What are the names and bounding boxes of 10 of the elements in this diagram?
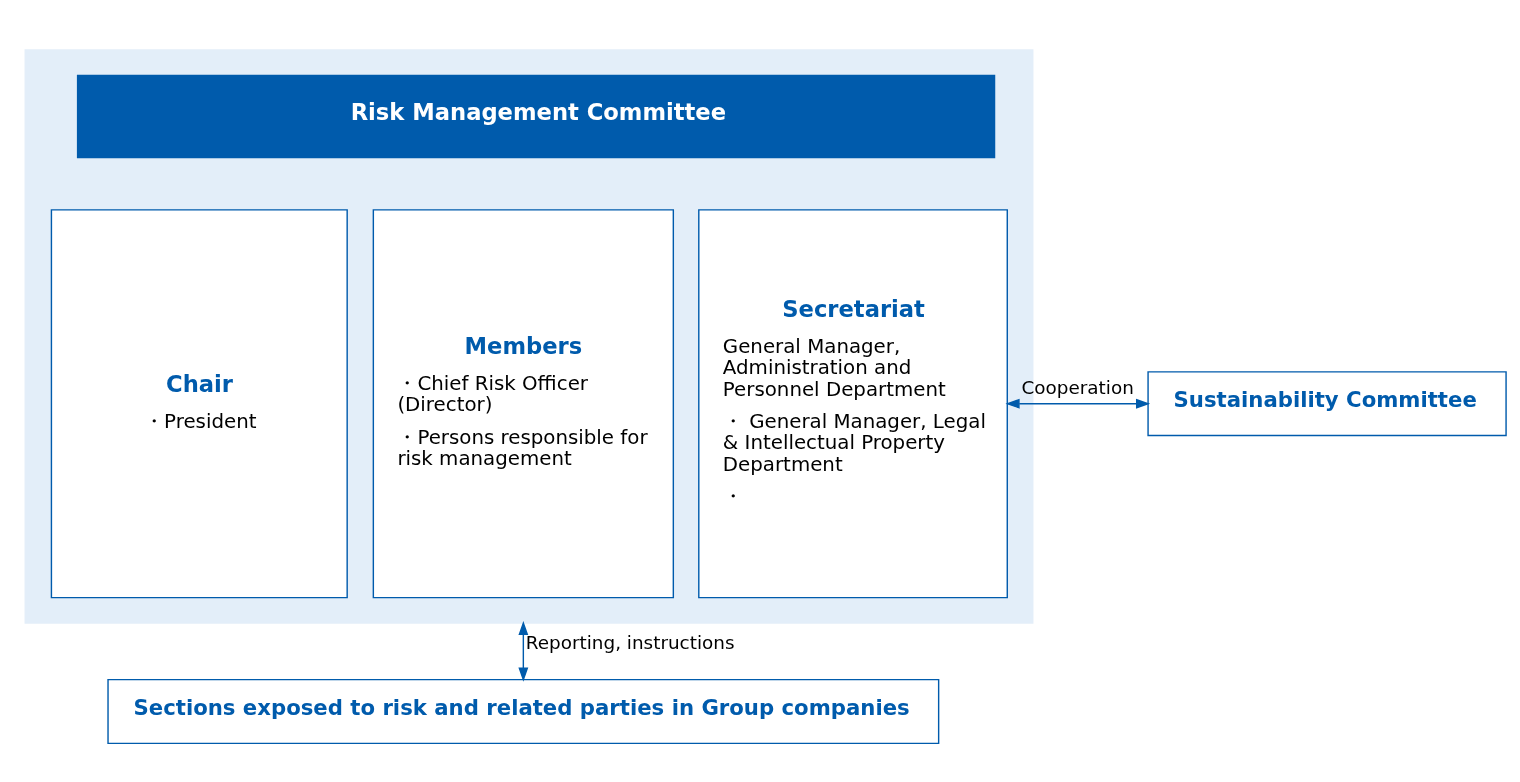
arrow: [518, 620, 529, 682]
edge-label: Reporting, instructions: [525, 632, 735, 654]
arrow: [1005, 398, 1151, 409]
edge-label: Cooperation: [1021, 377, 1134, 399]
node-box: Secretariat General Manager, Administration and Personnel Department ・ General Manager, Legal & Intellectual Property Department ・: [698, 209, 1008, 599]
node-box: Sustainability Committee: [1147, 371, 1507, 437]
node-box: Sections exposed to risk and related parties in Group companies: [107, 678, 940, 745]
node-box: Chair ・President: [50, 209, 348, 599]
node-box: Risk Management Committee: [76, 74, 996, 159]
node-box: Members ・Chief Risk Officer (Director) ・Persons responsible for risk management: [372, 209, 675, 599]
